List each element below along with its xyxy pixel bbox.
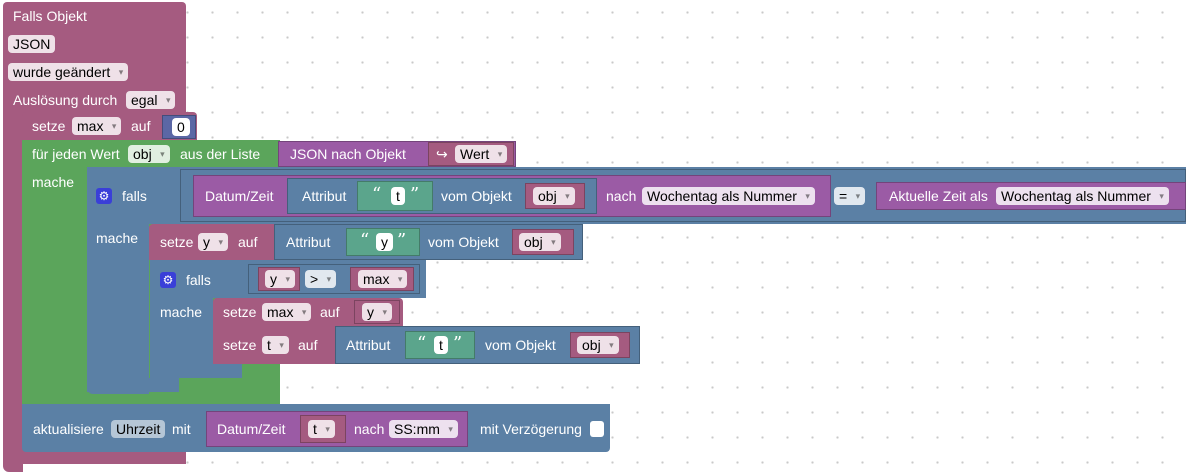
trigger-by-dropdown[interactable]: egal▾ [126, 91, 176, 109]
setze-label: setze [32, 118, 66, 134]
setze-y-label: setze [160, 234, 194, 250]
attribute-y-key-field[interactable]: y [376, 233, 393, 251]
obj-var-dropdown[interactable]: obj▾ [533, 187, 575, 205]
setze-t-label: setze [223, 337, 257, 353]
if-do-label: mache [96, 230, 139, 246]
to-label: nach [606, 188, 637, 204]
quote-close-icon: ” [410, 184, 420, 205]
foreach-do-label: mache [32, 174, 75, 190]
to-update-label: nach [354, 421, 385, 437]
number-field[interactable]: 0 [172, 118, 190, 136]
gear-icon[interactable]: ⚙ [96, 188, 112, 204]
auf-max-label: auf [320, 304, 340, 320]
quote-open-icon: “ [372, 184, 382, 205]
if-label: falls [122, 188, 147, 204]
obj-t-dropdown[interactable]: obj▾ [577, 336, 619, 354]
compare-operator-dropdown[interactable]: >▾ [305, 270, 337, 288]
event-block-left-rail [3, 110, 23, 472]
if-max-do-label: mache [160, 304, 203, 320]
from-object-t-label: vom Objekt [485, 337, 556, 353]
format-dropdown[interactable]: Wochentag als Nummer▾ [642, 187, 815, 205]
set-max-var-dropdown[interactable]: max▾ [72, 117, 122, 135]
if-block-weekday-body [87, 224, 149, 394]
attribute-y-label: Attribut [286, 234, 331, 250]
trigger-by-label: Auslösung durch [13, 92, 118, 108]
attribute-t-label: Attribut [346, 337, 391, 353]
update-label: aktualisiere [33, 421, 104, 437]
change-mode-dropdown[interactable]: wurde geändert▾ [8, 63, 129, 81]
obj-y-dropdown[interactable]: obj▾ [519, 233, 561, 251]
t-var-dropdown[interactable]: t▾ [308, 420, 335, 438]
delay-label: mit Verzögerung [480, 421, 582, 437]
max-var-dropdown[interactable]: max▾ [358, 270, 408, 288]
date-label: Datum/Zeit [205, 188, 274, 204]
falls-objekt-label: Falls Objekt [13, 8, 87, 24]
auf-y-label: auf [238, 234, 258, 250]
setze-max-label: setze [223, 304, 257, 320]
object-id-field[interactable]: JSON [8, 35, 56, 53]
attribute-key-field[interactable]: t [391, 187, 405, 205]
set-y-var-dropdown[interactable]: y▾ [198, 233, 228, 251]
if-max-label: falls [186, 272, 211, 288]
with-label: mit [172, 421, 191, 437]
from-object-y-label: vom Objekt [428, 234, 499, 250]
if-block-weekday-bottom [87, 378, 179, 392]
event-block-bottom-bar [3, 452, 186, 464]
auf-label: auf [131, 118, 151, 134]
quote-open-t-icon: “ [417, 333, 427, 354]
current-time-format-dropdown[interactable]: Wochentag als Nummer▾ [996, 187, 1169, 205]
value-dropdown[interactable]: Wert▾ [455, 145, 508, 163]
quote-close-y-icon: ” [397, 230, 407, 251]
current-time-label: Aktuelle Zeit als [889, 188, 988, 204]
date-update-label: Datum/Zeit [217, 421, 286, 437]
from-object-label: vom Objekt [441, 188, 512, 204]
quote-open-y-icon: “ [360, 230, 370, 251]
delay-checkbox[interactable] [590, 421, 604, 437]
attribute-label: Attribut [302, 188, 347, 204]
operator-dropdown[interactable]: =▾ [834, 187, 866, 205]
json-to-object-label: JSON nach Objekt [290, 146, 406, 162]
foreach-var-dropdown[interactable]: obj▾ [128, 145, 170, 163]
y-var-dropdown[interactable]: y▾ [265, 270, 295, 288]
attribute-t-key-field[interactable]: t [434, 336, 448, 354]
y-value-dropdown[interactable]: y▾ [362, 303, 392, 321]
arrow-icon: ↪ [436, 146, 448, 162]
if-block-max-bottom [150, 364, 242, 378]
set-t-var-dropdown[interactable]: t▾ [262, 336, 289, 354]
time-format-dropdown[interactable]: SS:mm▾ [389, 420, 458, 438]
update-target-field[interactable]: Uhrzeit [111, 420, 166, 438]
from-list-label: aus der Liste [180, 146, 261, 162]
set-max-y-var-dropdown[interactable]: max▾ [262, 303, 312, 321]
auf-t-label: auf [298, 337, 318, 353]
for-each-label: für jeden Wert [32, 146, 120, 162]
quote-close-t-icon: ” [453, 333, 463, 354]
gear-icon-2[interactable]: ⚙ [160, 272, 176, 288]
